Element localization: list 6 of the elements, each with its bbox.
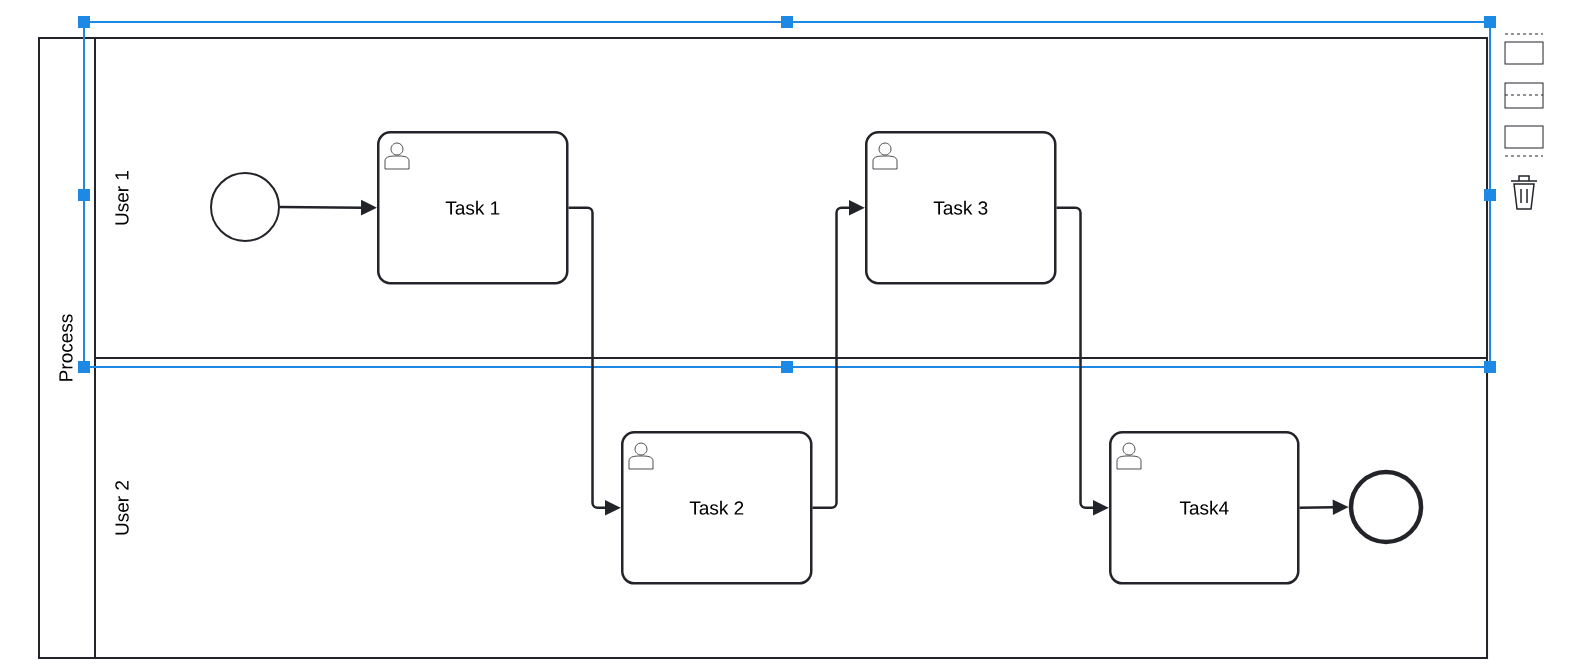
end-event-circle	[1348, 469, 1424, 545]
start-event-circle	[210, 172, 280, 242]
task-box: Task 3	[865, 131, 1057, 285]
task-box: Task4	[1109, 431, 1300, 585]
task-box: Task 1	[377, 131, 569, 285]
task-box: Task 2	[621, 431, 813, 585]
